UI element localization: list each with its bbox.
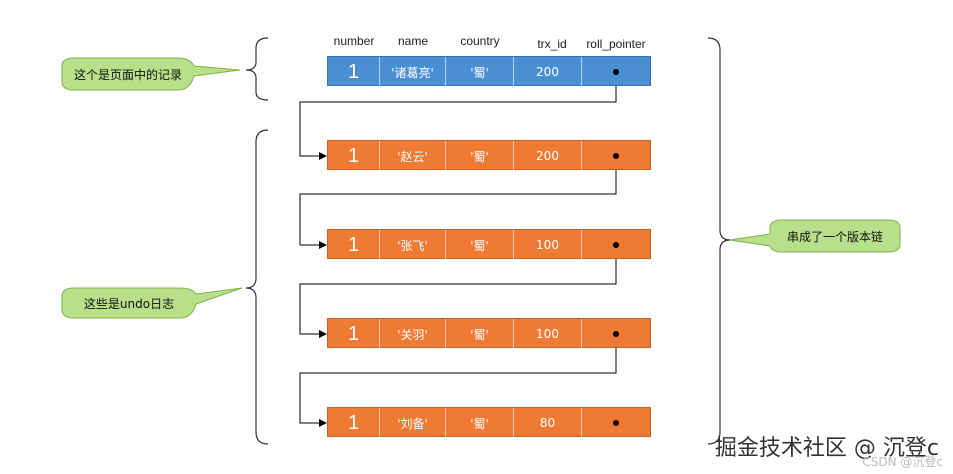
callout-version-chain-label: 串成了一个版本链 <box>786 230 883 244</box>
cell-country: '蜀' <box>446 319 514 349</box>
cell-trx-id: 200 <box>514 141 582 171</box>
callout-version-chain-bubble <box>729 219 901 253</box>
undo-row-2: 1 '张飞' '蜀' 100 <box>327 229 651 260</box>
watermark-sub: CSDN @沉登c <box>862 455 943 469</box>
cell-country: '蜀' <box>446 408 514 438</box>
cell-roll-pointer <box>582 57 650 87</box>
pointer-dot-icon <box>613 331 619 337</box>
cell-number: 1 <box>328 408 380 438</box>
watermark-main: 掘金技术社区 @ 沉登c <box>714 436 939 461</box>
cell-name: '张飞' <box>380 230 446 260</box>
pointer-dot-icon <box>613 420 619 426</box>
record-row-current: 1 '诸葛亮' '蜀' 200 <box>327 56 651 87</box>
roll-pointer-link-4 <box>299 334 617 427</box>
cell-country: '蜀' <box>446 141 514 171</box>
cell-roll-pointer <box>582 319 650 349</box>
pointer-dot-icon <box>613 242 619 248</box>
cell-country: '蜀' <box>446 57 514 87</box>
undo-row-4: 1 '刘备' '蜀' 80 <box>327 407 651 438</box>
cell-number: 1 <box>328 141 380 171</box>
cell-name: '关羽' <box>380 319 446 349</box>
cell-number: 1 <box>328 57 380 87</box>
cell-trx-id: 100 <box>514 230 582 260</box>
callout-undo-log-bubble <box>61 287 243 319</box>
cell-name: '诸葛亮' <box>380 57 446 87</box>
brace-page-record <box>245 37 269 101</box>
undo-row-1: 1 '赵云' '蜀' 200 <box>327 140 651 171</box>
cell-name: '刘备' <box>380 408 446 438</box>
header-roll-pointer: roll_pointer <box>586 37 646 51</box>
callout-page-record-bubble <box>61 57 241 91</box>
roll-pointer-link-2 <box>299 156 617 249</box>
cell-trx-id: 200 <box>514 57 582 87</box>
header-name: name <box>397 34 429 48</box>
header-trx-id: trx_id <box>537 37 567 51</box>
pointer-dot-icon <box>613 153 619 159</box>
header-country: country <box>460 34 500 48</box>
pointer-dot-icon <box>613 69 619 75</box>
brace-version-chain <box>707 37 731 445</box>
roll-pointer-link-3 <box>299 245 617 338</box>
cell-number: 1 <box>328 319 380 349</box>
cell-roll-pointer <box>582 408 650 438</box>
brace-undo-log <box>245 129 269 445</box>
roll-pointer-link-1 <box>299 72 617 160</box>
cell-number: 1 <box>328 230 380 260</box>
undo-row-3: 1 '关羽' '蜀' 100 <box>327 318 651 349</box>
callout-undo-log-label: 这些是undo日志 <box>83 297 175 311</box>
callout-page-record-label: 这个是页面中的记录 <box>73 68 182 82</box>
cell-trx-id: 80 <box>514 408 582 438</box>
cell-roll-pointer <box>582 230 650 260</box>
cell-country: '蜀' <box>446 230 514 260</box>
cell-trx-id: 100 <box>514 319 582 349</box>
cell-roll-pointer <box>582 141 650 171</box>
cell-name: '赵云' <box>380 141 446 171</box>
header-number: number <box>333 34 375 48</box>
